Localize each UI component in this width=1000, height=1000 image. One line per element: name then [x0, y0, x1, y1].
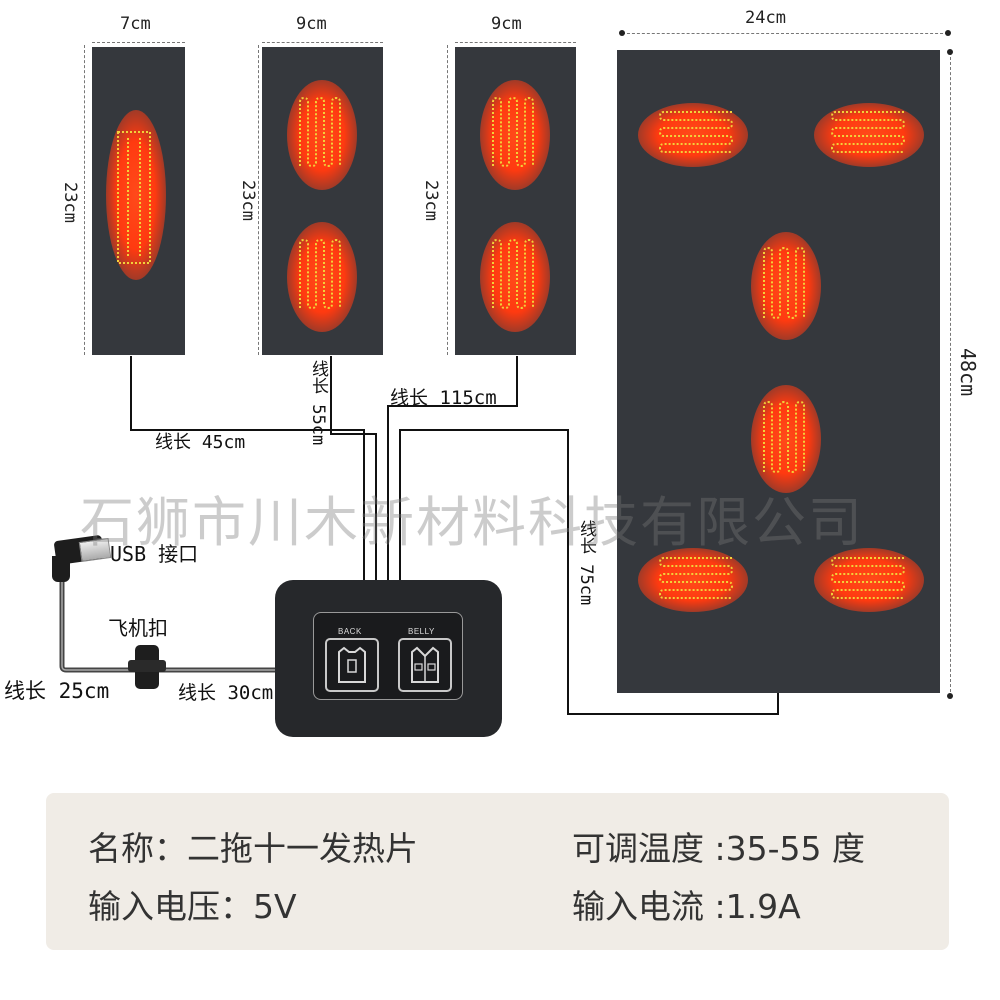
pad2-height-guide — [258, 45, 259, 355]
heat-zone-glow — [106, 110, 166, 280]
pad4-height-guide — [950, 52, 951, 697]
pad4-width-label: 24cm — [745, 8, 786, 28]
spec-voltage: 输入电压：5V — [88, 887, 297, 926]
heat-zone-glow — [751, 232, 821, 340]
heating-coil — [492, 96, 534, 168]
belly-vest-icon — [411, 646, 439, 683]
usb-label: USB 接口 — [110, 542, 199, 566]
spec-current: 输入电流 :1.9A — [572, 887, 801, 926]
heat-zone-glow — [638, 548, 748, 612]
heating-coil — [830, 557, 906, 599]
belly-heat-button[interactable] — [398, 638, 452, 692]
wire-45-label: 线长 45cm — [155, 432, 246, 453]
pad2-width-label: 9cm — [296, 14, 327, 34]
back-button-label: BACK — [338, 627, 362, 636]
pad4-height-dot-top — [947, 49, 953, 55]
wire-30-label: 线长 30cm — [178, 682, 274, 704]
belly-button-label: BELLY — [408, 627, 435, 636]
heat-zone-glow — [751, 385, 821, 493]
pad3-width-label: 9cm — [491, 14, 522, 34]
back-heat-button[interactable] — [325, 638, 379, 692]
heat-zone-glow — [638, 103, 748, 167]
pad2-height-label: 23cm — [238, 180, 258, 221]
pad1-width-guide — [92, 42, 185, 43]
spec-panel — [46, 793, 949, 950]
wire-pad3 — [387, 356, 518, 582]
heating-coil — [658, 557, 734, 599]
pad4-height-dot-bottom — [947, 693, 953, 699]
pad4-width-dot-left — [619, 30, 625, 36]
wire-75-label: 线长 75cm — [576, 520, 596, 606]
wire-115-label: 线长 115cm — [390, 387, 497, 409]
spec-name: 名称：二拖十一发热片 — [88, 829, 418, 868]
aircraft-connector-ring — [128, 660, 166, 672]
heating-coil — [299, 238, 341, 310]
usb-cable — [59, 575, 282, 673]
wire-pad4 — [399, 429, 779, 715]
pad3-height-guide — [447, 45, 448, 355]
pad4-width-dot-right — [945, 30, 951, 36]
pad2-width-guide — [262, 42, 383, 43]
connector-label: 飞机扣 — [108, 616, 168, 640]
pad1-height-label: 23cm — [60, 182, 80, 223]
pad1-height-guide — [84, 45, 85, 355]
pad4-height-label: 48cm — [956, 348, 980, 397]
heating-coil — [763, 400, 805, 474]
heating-coil — [299, 96, 341, 168]
wire-pad1 — [130, 356, 365, 582]
pad3-width-guide — [455, 42, 576, 43]
wire-25-label: 线长 25cm — [4, 679, 110, 703]
wire-55-label: 线长 55cm — [308, 360, 328, 446]
heating-coil — [492, 238, 534, 310]
back-vest-icon — [338, 646, 366, 683]
heating-coil — [763, 246, 805, 320]
pad1-width-label: 7cm — [120, 14, 151, 34]
company-watermark: 石狮市川木新材料科技有限公司 — [80, 491, 864, 554]
heating-coil — [117, 131, 151, 264]
wire-pad2 — [330, 356, 377, 582]
pad3-height-label: 23cm — [421, 180, 441, 221]
heating-coil — [658, 111, 734, 153]
heating-coil — [830, 111, 906, 153]
pad4-width-guide — [622, 33, 948, 34]
usb-plug-neck — [52, 556, 70, 582]
spec-temperature: 可调温度 :35-55 度 — [572, 829, 865, 868]
